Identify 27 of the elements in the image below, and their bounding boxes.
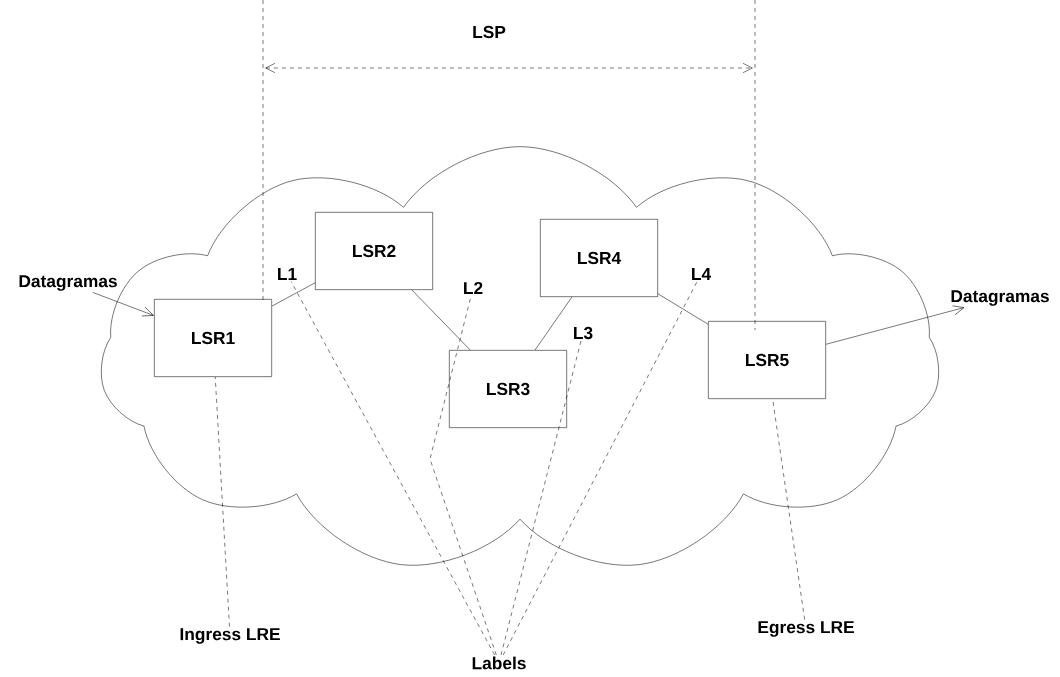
text-label: Labels [472, 656, 526, 670]
leader-line [429, 295, 497, 656]
dimension-label: LSP [473, 25, 506, 39]
text-label: L1 [278, 268, 297, 280]
text-label: L4 [692, 268, 712, 280]
router-box: LSR1 [154, 299, 272, 377]
link-line [271, 282, 316, 307]
text-label: L3 [574, 326, 593, 340]
leader-line [772, 398, 805, 620]
router-box: LSR2 [315, 212, 433, 290]
router-box: LSR5 [708, 321, 826, 399]
arrow [825, 305, 965, 345]
link-line [411, 289, 471, 351]
leader-line [500, 340, 582, 656]
text-label: Datagramas [19, 275, 117, 291]
text-label: Ingress LRE [180, 628, 280, 644]
leader-line [290, 281, 495, 656]
arrow [92, 292, 154, 317]
leader-line [502, 281, 698, 656]
leader-line [214, 376, 230, 627]
router-box: LSR3 [449, 350, 567, 428]
link-line [534, 296, 573, 351]
link-line [657, 293, 709, 325]
text-label: Datagramas [951, 290, 1049, 306]
router-box: LSR4 [540, 219, 658, 297]
text-label: Egress LRE [758, 621, 854, 637]
text-label: L2 [464, 281, 483, 295]
